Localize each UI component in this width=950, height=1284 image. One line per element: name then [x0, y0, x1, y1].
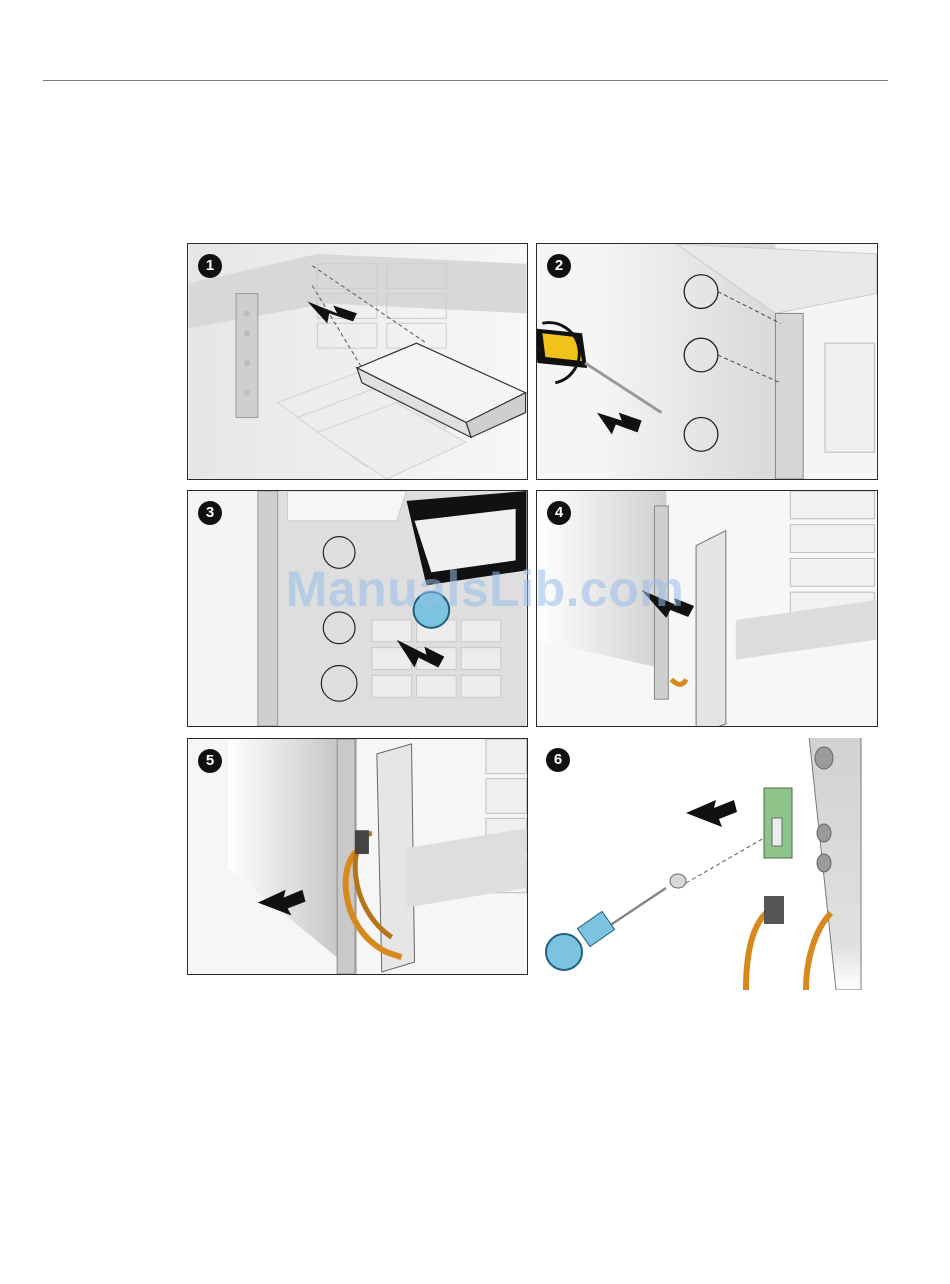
step-6-illustration: [536, 738, 878, 990]
step-2-illustration: [537, 244, 877, 479]
step-5-illustration: [188, 739, 527, 974]
step-4-illustration: [537, 491, 877, 726]
step-number-2: 2: [547, 254, 571, 278]
step-number-5: 5: [198, 749, 222, 773]
step-3-panel: 3: [187, 490, 528, 727]
step-1-panel: 1: [187, 243, 528, 480]
step-3-illustration: [188, 491, 527, 726]
step-4-panel: 4: [536, 490, 878, 727]
step-6-panel: 6: [536, 738, 878, 990]
step-number-3: 3: [198, 501, 222, 525]
step-number-6: 6: [546, 748, 570, 772]
step-number-4: 4: [547, 501, 571, 525]
step-5-panel: 5: [187, 738, 528, 975]
step-2-panel: 2: [536, 243, 878, 480]
header-rule: [43, 80, 888, 81]
step-1-illustration: [188, 244, 527, 479]
step-number-1: 1: [198, 254, 222, 278]
